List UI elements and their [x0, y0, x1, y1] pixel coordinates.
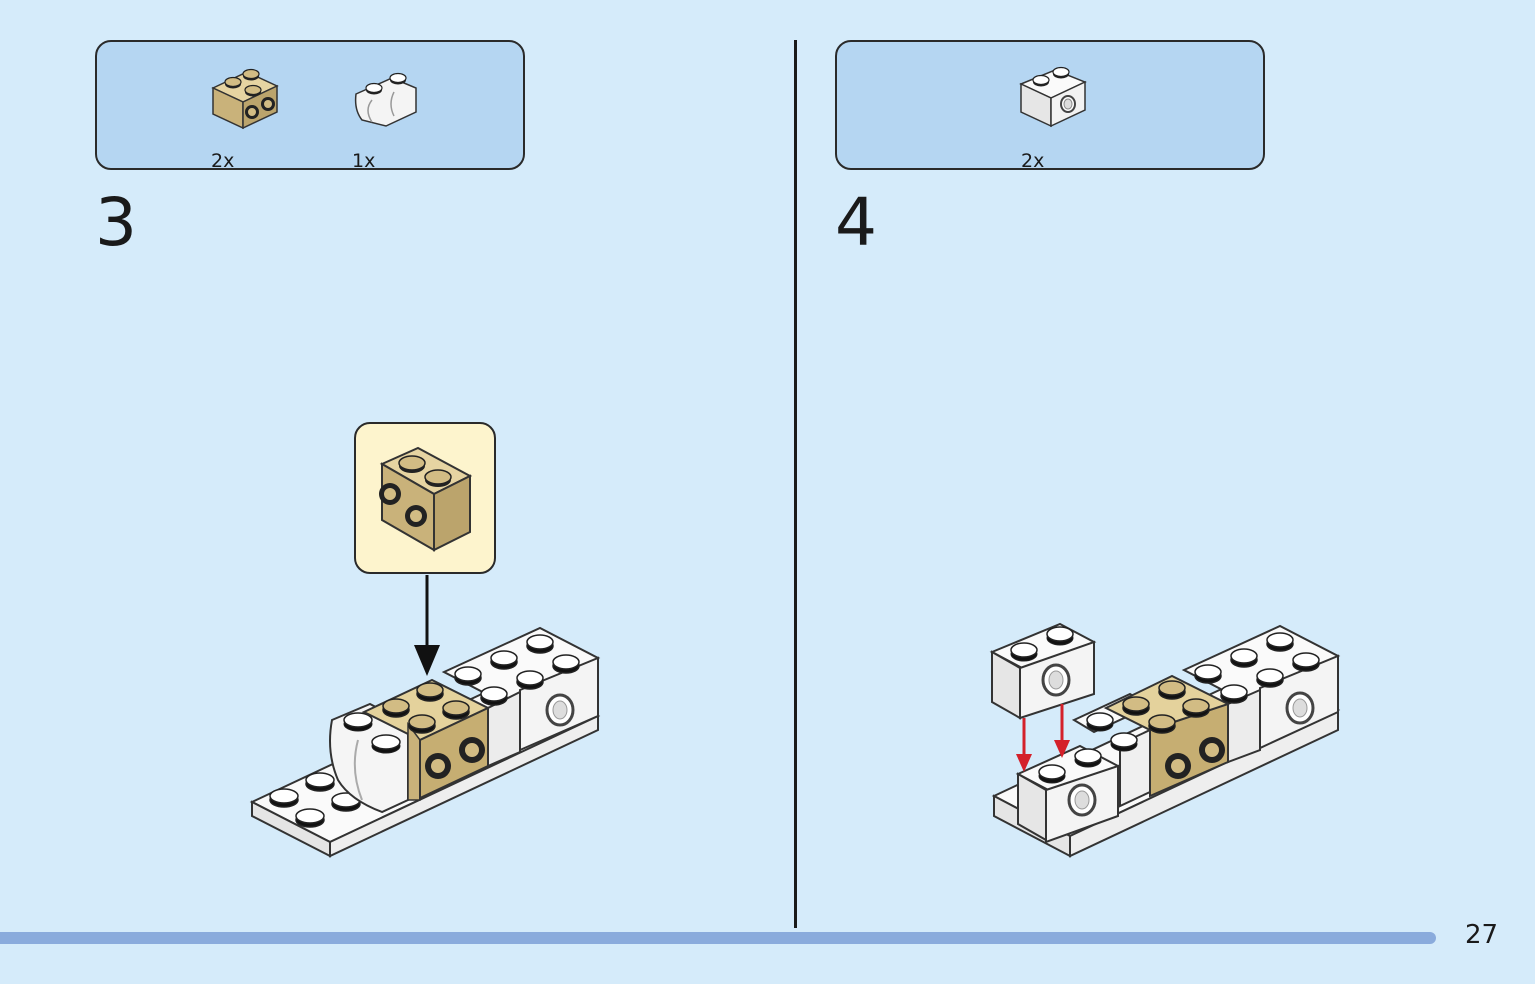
step-number-4: 4 [835, 184, 877, 261]
step-4-part-1: 2x [1019, 62, 1099, 172]
arrow-head [414, 645, 440, 676]
step-3-callout [354, 422, 496, 574]
part-quantity: 2x [211, 150, 235, 172]
bottom-bar [0, 932, 1436, 944]
step-4-assembly [989, 622, 1341, 858]
tan-brick-with-side-studs-icon [211, 68, 279, 130]
step-4-parts-list: 2x [835, 40, 1265, 172]
white-technic-brick-icon [1019, 66, 1087, 128]
red-placement-arrows [1016, 704, 1070, 772]
white-curved-brick-icon [354, 72, 417, 127]
page-number: 27 [1465, 920, 1499, 950]
page-divider [794, 40, 797, 928]
step-3-part-2: 1x [352, 62, 432, 172]
tan-brick-callout-icon [379, 446, 473, 552]
step-3-part-1: 2x [209, 62, 289, 172]
step-3-assembly [249, 575, 601, 858]
part-quantity: 1x [352, 150, 376, 172]
part-quantity: 2x [1021, 150, 1045, 172]
step-3-parts-list: 2x 1x [95, 40, 525, 172]
step-number-3: 3 [95, 184, 137, 261]
